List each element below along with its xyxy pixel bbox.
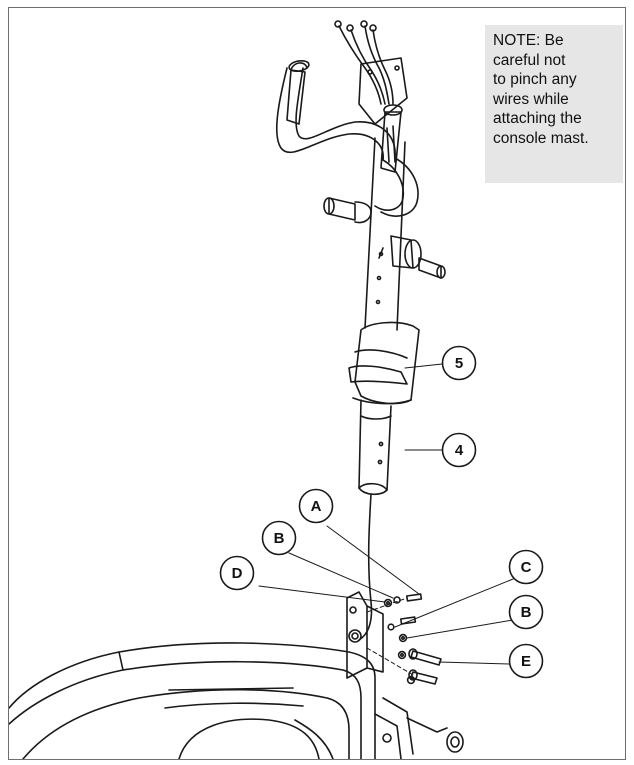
- callout-label-5: 5: [455, 355, 463, 372]
- assembly-drawing: 5 4 A B D C B E: [9, 20, 544, 759]
- lower-mast-tube-part-4: [358, 399, 392, 496]
- mast-shroud-part-5: [348, 321, 420, 405]
- callout-d: D: [219, 555, 255, 591]
- callout-label-c: C: [521, 559, 532, 576]
- note-line: careful not: [493, 51, 566, 69]
- callout-a: A: [298, 488, 334, 524]
- leader-lines: [258, 363, 514, 665]
- pivot-axle: [323, 197, 446, 279]
- callout-c: C: [508, 549, 544, 585]
- note-line: to pinch any: [493, 71, 577, 88]
- diagram-frame: 5 4 A B D C B E NOTE: B: [8, 7, 626, 760]
- callout-e: E: [508, 643, 544, 679]
- callout-label-4: 4: [455, 442, 464, 459]
- handlebar: [275, 59, 419, 217]
- callout-label-a: A: [311, 498, 322, 515]
- callout-label-b-lower: B: [521, 604, 532, 621]
- note-box: NOTE: Be careful not to pinch any wires …: [485, 25, 623, 183]
- note-line: attaching the: [493, 110, 582, 127]
- frame-bracket: [346, 591, 384, 679]
- callout-label-b-upper: B: [274, 530, 285, 547]
- console-mount-plate: [358, 57, 408, 125]
- note-line: NOTE: Be: [493, 32, 564, 49]
- callout-label-e: E: [521, 653, 531, 670]
- note-line: console mast.: [493, 129, 589, 147]
- callout-b-upper: B: [261, 520, 297, 556]
- mast-wire: [358, 493, 373, 641]
- callout-4: 4: [441, 432, 477, 468]
- lower-frame: [9, 642, 464, 759]
- note-line: wires while: [493, 90, 569, 108]
- callout-5: 5: [441, 345, 477, 381]
- callout-b-lower: B: [508, 594, 544, 630]
- alignment-lines: [366, 597, 416, 677]
- callout-label-d: D: [232, 565, 243, 582]
- hardware: [383, 593, 442, 685]
- console-wires: [334, 20, 394, 105]
- upper-mast-tube: [364, 137, 406, 331]
